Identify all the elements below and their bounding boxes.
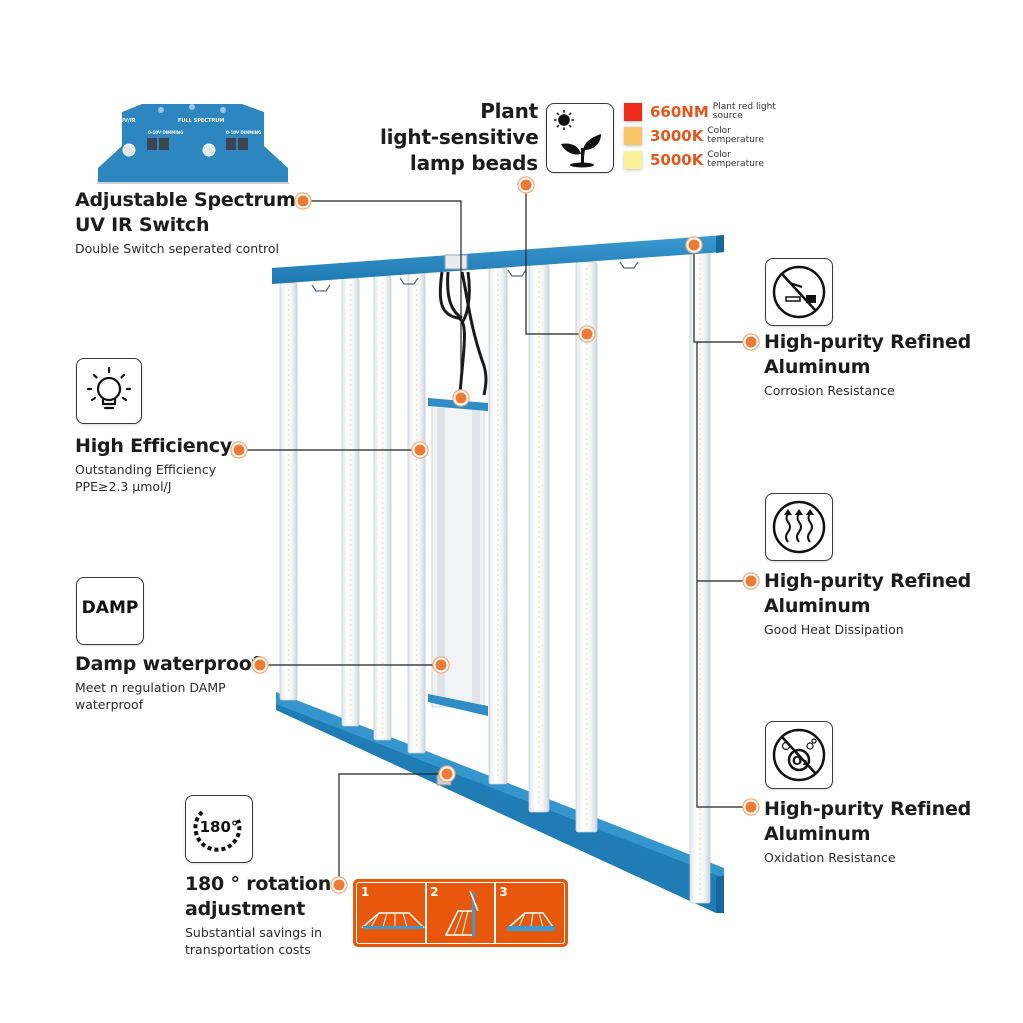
rotation-title-1: 180 ° rotation [185, 873, 332, 895]
legend-code-5000k: 5000K [650, 151, 704, 169]
legend-code-660nm: 660NM [650, 103, 709, 121]
step-number-2: 2 [430, 885, 439, 899]
aluminum-2-title-2: Aluminum [764, 595, 871, 617]
step-number-1: 1 [361, 885, 370, 899]
aluminum-2-subtitle: Good Heat Dissipation [764, 622, 904, 637]
feature-aluminum-oxidation: High-purity Refined Aluminum Oxidation R… [764, 797, 971, 866]
aluminum-1-subtitle: Corrosion Resistance [764, 383, 895, 398]
callout-dot-damp [254, 659, 266, 671]
callout-dot-rotation-target [441, 768, 453, 780]
light-bar-1 [279, 282, 298, 701]
controller-panel: UV/IR 0-10V DIMMING FULL SPECTRUM 0-10V … [92, 98, 292, 184]
rotation-sub-1: Substantial savings in [185, 925, 323, 940]
legend-desc-3000k: Color temperature [707, 126, 764, 145]
legend-desc-660nm: Plant red light source [712, 102, 776, 121]
heat-dissipation-icon [765, 493, 833, 561]
legend-desc-5000k: Color temperature [707, 150, 764, 169]
legend-660nm: 660NM Plant red light source [624, 101, 776, 123]
legend-code-3000k: 3000K [650, 127, 704, 145]
folded-flat-icon [361, 912, 425, 929]
light-bulb-icon [76, 358, 142, 424]
feature-damp: Damp waterproof Meet n regulation DAMP w… [75, 652, 260, 713]
efficiency-sub-1: Outstanding Efficiency [75, 462, 217, 477]
controller-label-dimming-left: 0-10V DIMMING [148, 130, 184, 135]
folding-step-3: 3 [494, 882, 566, 944]
lamp-beads-title-1: Plant [480, 99, 538, 123]
feature-spectrum-switch: Adjustable Spectrum UV IR Switch Double … [75, 188, 296, 257]
callout-dot-spectrum [297, 195, 309, 207]
damp-sub-2: waterproof [75, 697, 144, 712]
rotation-sub-2: transportation costs [185, 942, 311, 957]
callout-dot-damp-target [435, 659, 447, 671]
folded-compact-icon [507, 912, 556, 931]
lamp-beads-title-2: light-sensitive [380, 125, 539, 149]
controller-label-fullspectrum: FULL SPECTRUM [178, 118, 225, 124]
aluminum-3-subtitle: Oxidation Resistance [764, 850, 896, 865]
controller-label-dimming-right: 0-10V DIMMING [226, 130, 262, 135]
aluminum-2-title-1: High-purity Refined [764, 570, 972, 592]
feature-aluminum-corrosion: High-purity Refined Aluminum Corrosion R… [764, 330, 971, 399]
rotation-title-2: adjustment [185, 898, 306, 920]
legend-5000k: 5000K Color temperature [624, 149, 764, 171]
feature-rotation: 180 ° rotation adjustment Substantial sa… [185, 872, 331, 958]
callout-dot-efficiency-target [414, 444, 426, 456]
light-bar-7 [575, 261, 598, 833]
swatch-5000k [624, 151, 642, 169]
feature-efficiency: High Efficiency Outstanding Efficiency P… [75, 434, 232, 495]
aluminum-1-title-2: Aluminum [764, 356, 871, 378]
folding-up-icon [444, 890, 479, 937]
callout-dot-lamp-beads-target [581, 328, 593, 340]
damp-icon: DAMP [76, 577, 144, 645]
lamp-beads-title-3: lamp beads [409, 151, 538, 175]
no-oxidation-icon: O₂ [765, 721, 833, 789]
spectrum-title-2: UV IR Switch [75, 214, 210, 236]
callout-dot-aluminum-1 [745, 336, 757, 348]
callout-dot-aluminum-2 [745, 575, 757, 587]
feature-lamp-beads: Plant light-sensitive lamp beads [380, 98, 539, 176]
rotation-icon-text: 180° [199, 818, 239, 836]
callout-dot-lamp-beads [520, 179, 532, 191]
folding-steps-panel: 1 2 3 [353, 879, 568, 947]
spectrum-title-1: Adjustable Spectrum [75, 189, 296, 211]
spectrum-subtitle: Double Switch seperated control [75, 241, 280, 256]
aluminum-1-title-1: High-purity Refined [764, 331, 972, 353]
callout-dot-rotation [333, 879, 345, 891]
driver-panel [428, 398, 488, 716]
legend-3000k: 3000K Color temperature [624, 125, 764, 147]
leader-lines [240, 186, 751, 885]
damp-title: Damp waterproof [75, 653, 260, 675]
folding-step-1: 1 [356, 882, 427, 944]
aluminum-3-title-1: High-purity Refined [764, 798, 972, 820]
folding-step-2: 2 [425, 882, 496, 944]
swatch-660nm [624, 103, 642, 121]
damp-sub-1: Meet n regulation DAMP [75, 680, 226, 695]
power-cables [438, 271, 488, 396]
feature-aluminum-heat: High-purity Refined Aluminum Good Heat D… [764, 569, 971, 638]
callout-dot-aluminum-3 [745, 801, 757, 813]
controller-label-uvir: UV/IR [120, 118, 136, 124]
callout-dot-spectrum-target [455, 392, 467, 404]
callout-dot-aluminum-1-target [688, 239, 700, 251]
aluminum-3-title-2: Aluminum [764, 823, 871, 845]
step-number-3: 3 [499, 885, 508, 899]
efficiency-title: High Efficiency [75, 435, 233, 457]
no-corrosion-icon [765, 258, 833, 326]
damp-icon-text: DAMP [81, 598, 139, 618]
rotation-180-icon: 180° [185, 795, 253, 863]
callout-dot-efficiency [233, 444, 245, 456]
svg-text:O₂: O₂ [792, 754, 807, 768]
swatch-3000k [624, 127, 642, 145]
efficiency-sub-2: PPE≥2.3 μmol/J [75, 479, 172, 494]
light-bars [279, 251, 711, 904]
sun-plant-icon [546, 103, 614, 173]
